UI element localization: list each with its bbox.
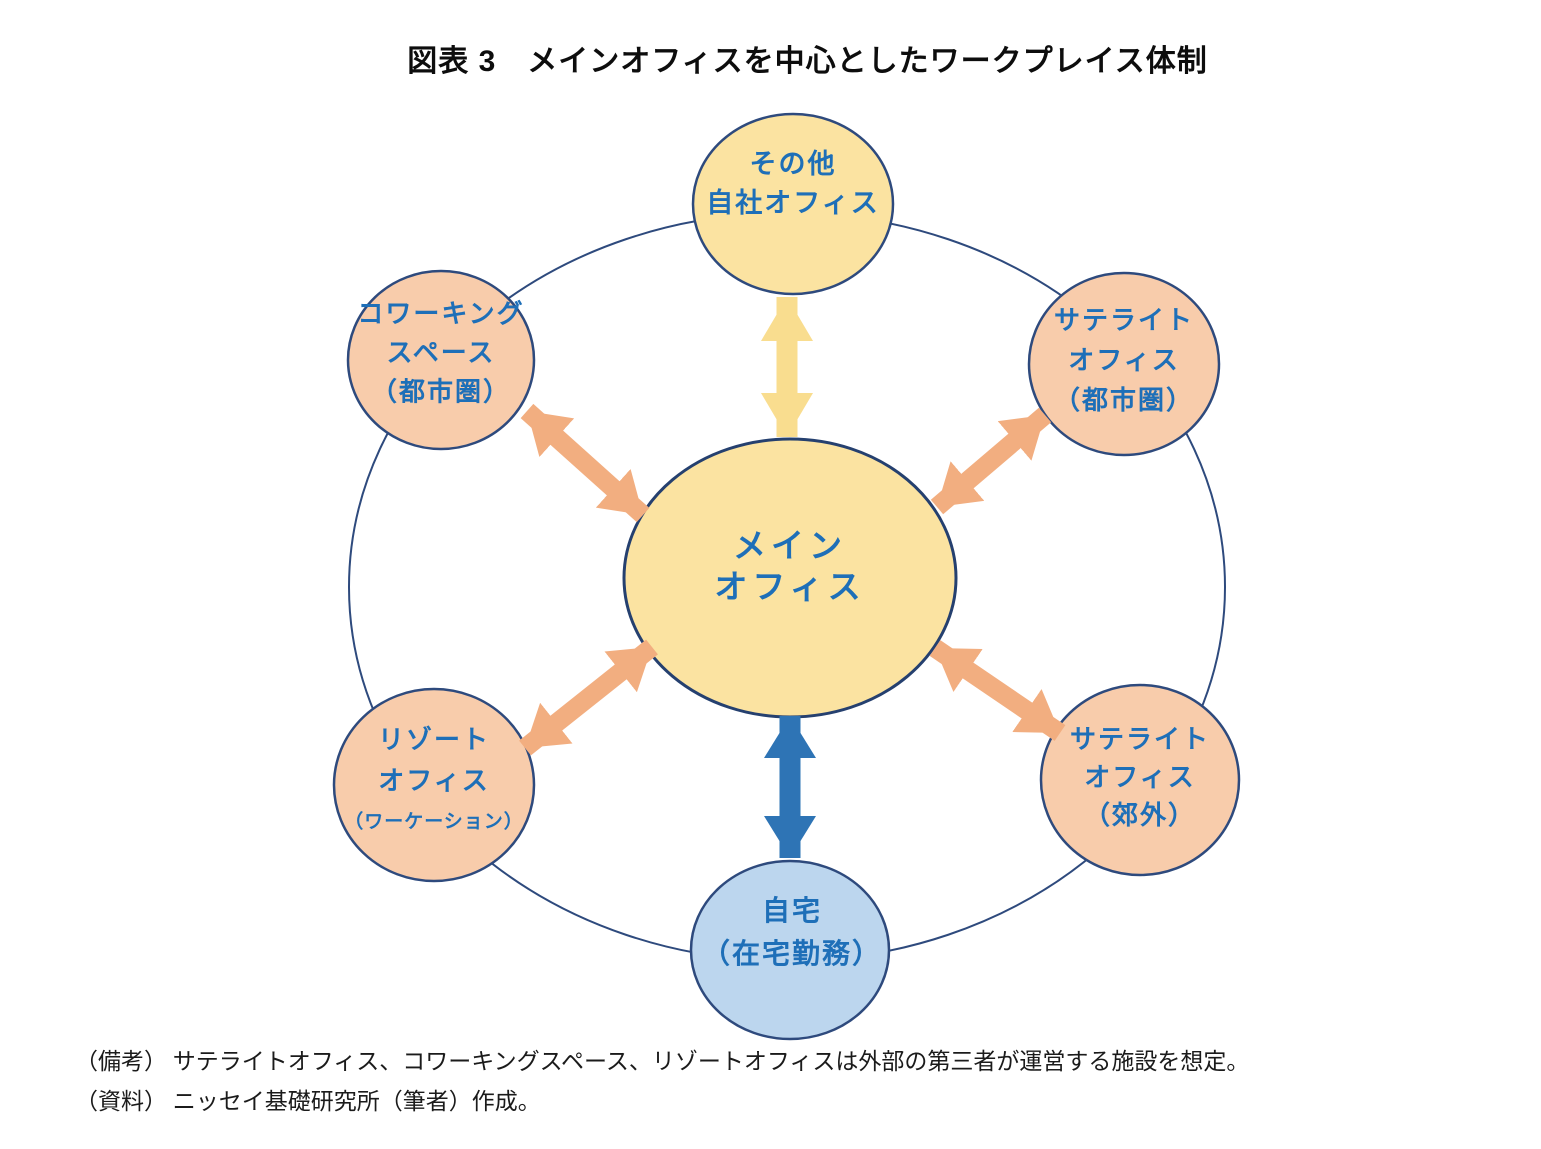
node-coworking-line-1: コワーキング [357, 298, 525, 329]
node-other-office-circle [691, 112, 895, 296]
node-resort-label: リゾート オフィス （ワーケーション） [344, 720, 524, 843]
arrow-main-satellite-suburb [929, 640, 1066, 741]
node-home-circle [689, 859, 891, 1041]
note-remark: （備考） サテライトオフィス、コワーキングスペース、リゾートオフィスは外部の第三… [75, 1049, 1250, 1074]
node-satellite-suburb-circle [1039, 683, 1241, 877]
node-coworking-circle [346, 269, 536, 451]
node-coworking-line-3: （都市圏） [370, 376, 512, 407]
arrow-main-satellite-urban [930, 407, 1052, 515]
node-main-office-line-2: オフィス [714, 568, 866, 605]
node-other-office-label: その他 自社オフィス [706, 145, 879, 223]
node-satellite-suburb-line-1: サテライト [1069, 724, 1211, 754]
node-resort-line-1: リゾート [377, 724, 490, 755]
figure-title: 図表 3 メインオフィスを中心としたワークプレイス体制 [407, 45, 1208, 78]
node-home-label: 自宅 （在宅勤務） [702, 889, 882, 975]
node-resort-circle [332, 687, 536, 883]
node-satellite-suburb-line-2: オフィス [1084, 762, 1196, 792]
figure-notes: （備考） サテライトオフィス、コワーキングスペース、リゾートオフィスは外部の第三… [75, 1042, 1249, 1122]
node-coworking-line-2: スペース [386, 337, 496, 368]
node-resort-line-2: オフィス [378, 765, 490, 796]
arrow-main-coworking [520, 403, 650, 523]
node-satellite-urban-label: サテライト オフィス （都市圏） [1054, 300, 1194, 420]
node-satellite-urban-line-2: オフィス [1068, 345, 1180, 375]
node-home-line-1: 自宅 [761, 895, 823, 926]
node-other-office-line-2: 自社オフィス [706, 188, 880, 218]
node-other-office-line-1: その他 [749, 149, 837, 179]
arrow-main-resort [519, 639, 658, 756]
node-resort-line-3: （ワーケーション） [344, 811, 524, 833]
node-main-office-label: メイン オフィス [714, 525, 865, 607]
node-coworking-label: コワーキング スペース （都市圏） [357, 295, 524, 412]
node-satellite-urban-line-1: サテライト [1053, 305, 1195, 335]
node-satellite-urban-line-3: （都市圏） [1053, 385, 1195, 415]
node-home-line-2: （在宅勤務） [701, 938, 883, 969]
node-main-office-line-1: メイン [733, 527, 847, 564]
node-satellite-suburb-line-3: （郊外） [1083, 800, 1197, 830]
node-satellite-suburb-label: サテライト オフィス （郊外） [1070, 720, 1210, 834]
node-satellite-urban-circle [1027, 271, 1221, 457]
note-source: （資料） ニッセイ基礎研究所（筆者）作成。 [75, 1089, 541, 1114]
